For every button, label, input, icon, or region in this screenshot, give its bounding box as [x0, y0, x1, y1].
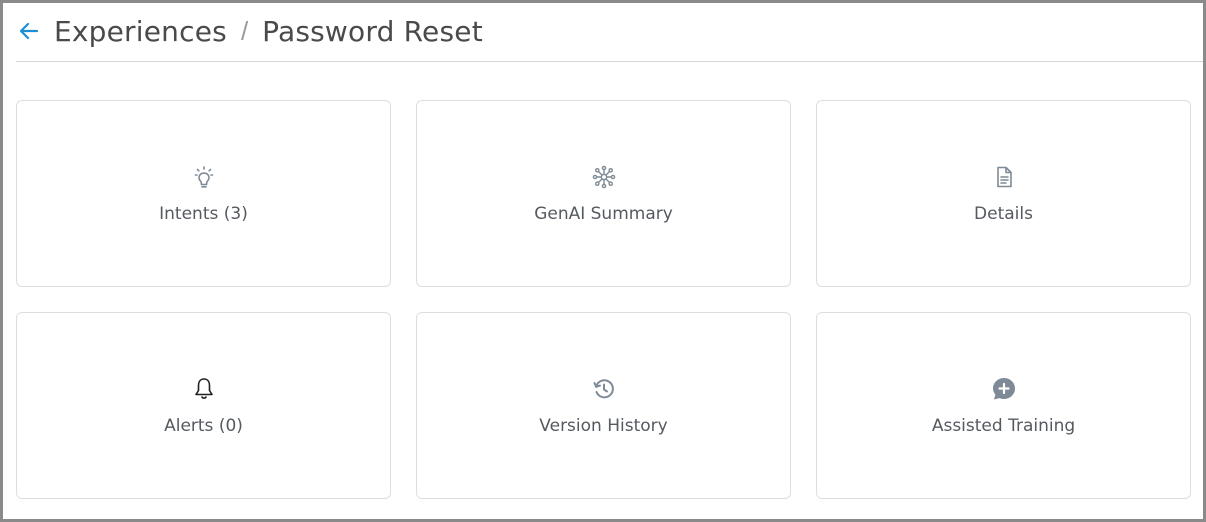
card-alerts[interactable]: Alerts (0) [16, 312, 391, 499]
card-intents[interactable]: Intents (3) [16, 100, 391, 287]
card-label: Details [974, 203, 1033, 224]
card-label: Assisted Training [931, 415, 1076, 436]
network-icon [591, 164, 617, 190]
breadcrumb-root[interactable]: Experiences [54, 14, 227, 48]
breadcrumb-separator: / [240, 15, 249, 46]
header-divider [16, 61, 1203, 62]
chat-plus-icon [991, 376, 1017, 402]
card-assisted-training[interactable]: Assisted Training [816, 312, 1191, 499]
history-icon [591, 376, 617, 402]
card-details[interactable]: Details [816, 100, 1191, 287]
card-label: Intents (3) [159, 203, 248, 224]
card-grid: Intents (3) [16, 100, 1191, 499]
lightbulb-icon [191, 164, 217, 190]
bell-icon [191, 376, 217, 402]
back-button[interactable] [16, 18, 42, 44]
arrow-left-icon [19, 22, 39, 40]
card-label: Version History [539, 415, 668, 436]
card-version-history[interactable]: Version History [416, 312, 791, 499]
card-genai-summary[interactable]: GenAI Summary [416, 100, 791, 287]
card-label: GenAI Summary [534, 203, 673, 224]
card-label: Alerts (0) [164, 415, 243, 436]
document-icon [991, 164, 1017, 190]
page-title: Password Reset [262, 14, 483, 48]
page-header: Experiences / Password Reset [16, 9, 1203, 53]
